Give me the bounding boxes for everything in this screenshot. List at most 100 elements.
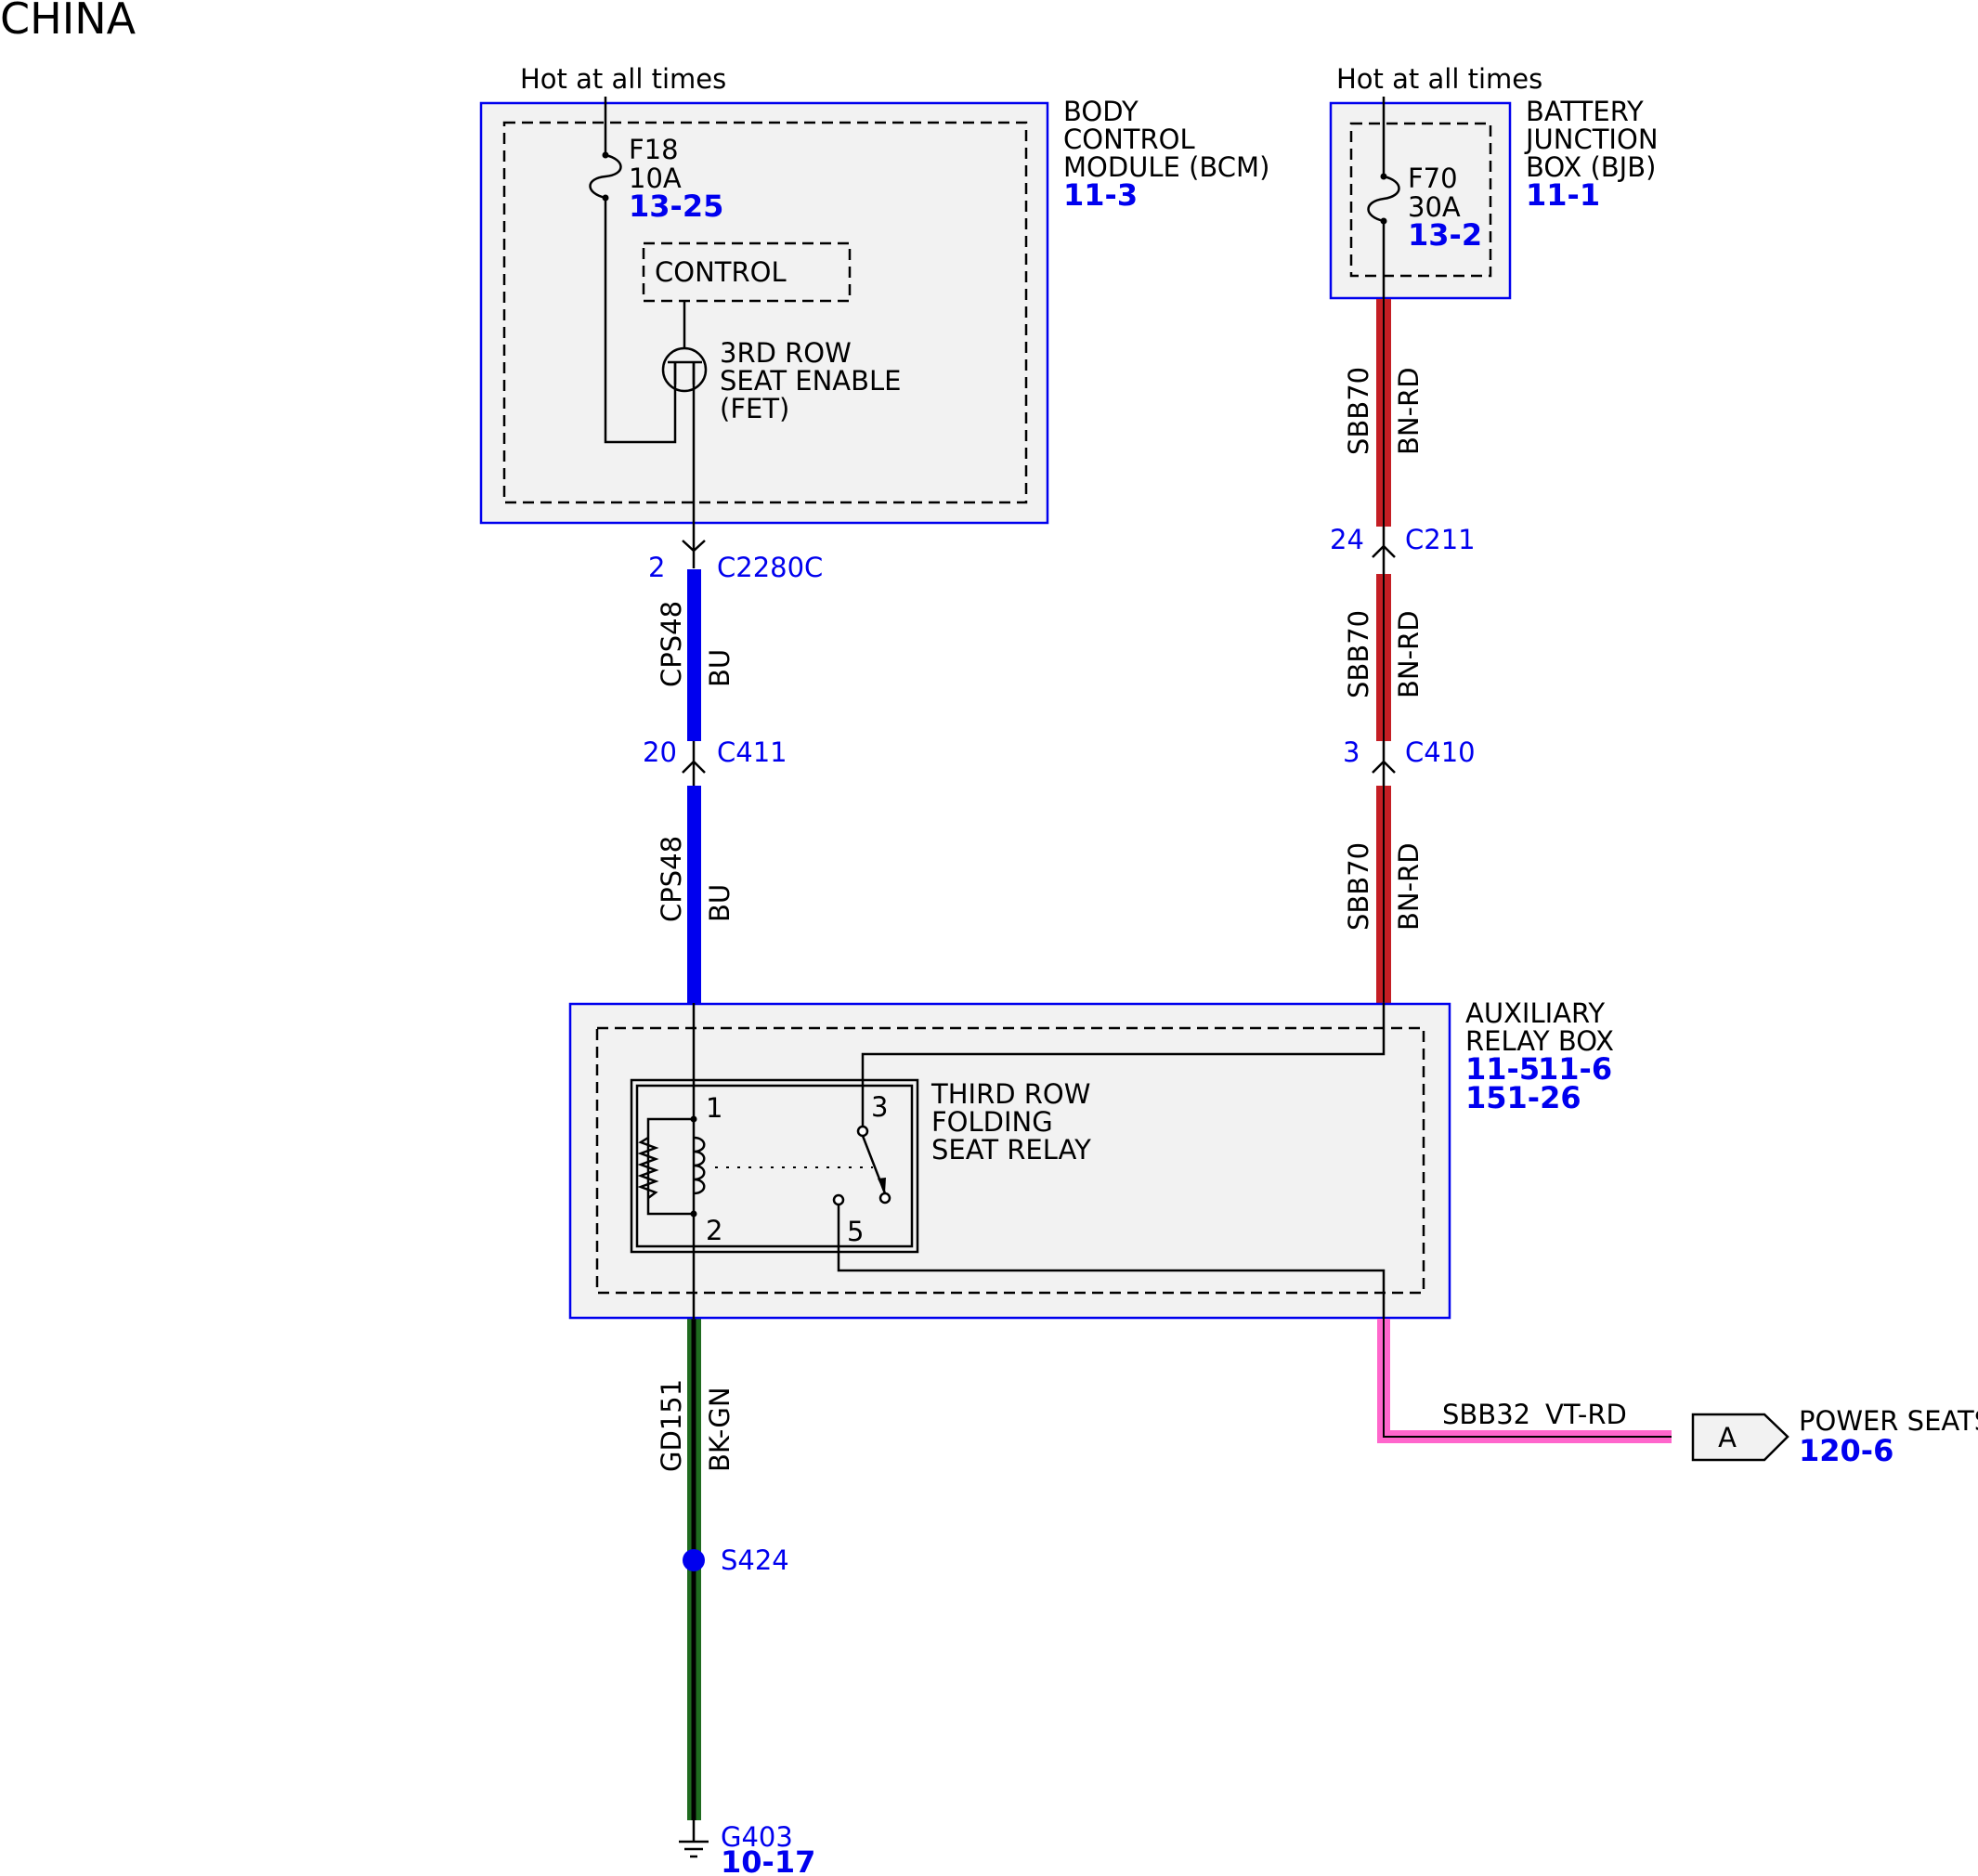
- wire-cps48-segment-2[interactable]: [687, 786, 701, 1003]
- relay-box-name-2: RELAY BOX: [1465, 1025, 1614, 1057]
- bcm-module: Hot at all times BODY CONTROL MODULE (BC…: [479, 63, 1269, 534]
- f70-rating: 30A: [1408, 191, 1461, 223]
- bcm-name-3: MODULE (BCM): [1063, 151, 1269, 183]
- fuse-node: [1380, 173, 1387, 180]
- relay-outline: [630, 1078, 919, 1254]
- c410-pin: 3: [1343, 736, 1360, 768]
- c410-name[interactable]: C410: [1405, 736, 1476, 768]
- bjb-inner-dashed: [1349, 122, 1492, 278]
- output-wire-run: SBB32 VT-RD A POWER SEATS 120-6: [1377, 1319, 1978, 1468]
- bcm-name-1: BODY: [1063, 96, 1139, 127]
- connector-a-icon[interactable]: [1691, 1413, 1789, 1462]
- sbb70-circuit-3: SBB70: [1343, 842, 1374, 931]
- f70-ref[interactable]: 13-2: [1408, 217, 1482, 253]
- bjb-name-3: BOX (BJB): [1526, 151, 1656, 183]
- bcm-hot-label: Hot at all times: [520, 63, 726, 95]
- switch-contact-5: [832, 1193, 845, 1206]
- c2280c-connector-icon: [682, 534, 706, 568]
- relay-pin-1: 1: [706, 1092, 722, 1124]
- g403-ref[interactable]: 10-17: [721, 1844, 815, 1876]
- s424-label[interactable]: S424: [721, 1544, 789, 1576]
- auxiliary-relay-box: AUXILIARY RELAY BOX 11-5 11-6 151-26 THI…: [568, 997, 1614, 1320]
- gd151-circuit: GD151: [656, 1379, 687, 1472]
- relay-pin-3: 3: [871, 1091, 888, 1123]
- sbb70-color-2: BN-RD: [1393, 610, 1425, 698]
- switch-contact-3: [856, 1125, 869, 1138]
- switch-arrow-icon: [878, 1178, 886, 1193]
- f18-rating: 10A: [629, 163, 682, 194]
- gd151-color: BK-GN: [704, 1387, 735, 1472]
- left-wire-run: 2 C2280C CPS48 BU 20 C411 CPS48 BU GD151…: [643, 534, 823, 1876]
- bcm-fuse-wire: [604, 97, 677, 444]
- sbb70-circuit-1: SBB70: [1343, 367, 1374, 455]
- c411-pin: 20: [643, 736, 677, 768]
- fet-label-3: (FET): [720, 393, 789, 424]
- f18-label: F18: [629, 134, 679, 165]
- bcm-box: [479, 101, 1049, 525]
- f70-label: F70: [1408, 163, 1458, 194]
- c211-name[interactable]: C211: [1405, 524, 1476, 555]
- f70-fuse-icon: [1367, 175, 1400, 223]
- g403-label[interactable]: G403: [721, 1821, 793, 1853]
- bcm-name-2: CONTROL: [1063, 124, 1195, 155]
- cps48-color-1: BU: [704, 649, 735, 687]
- fuse-node: [602, 194, 609, 202]
- coil-icon: [693, 1136, 706, 1195]
- fet-icon: [661, 346, 708, 393]
- wire-cps48-segment-1[interactable]: [687, 569, 701, 741]
- relay-label-3: SEAT RELAY: [931, 1134, 1091, 1166]
- relay-pin-5: 5: [847, 1216, 864, 1247]
- relay-box-ref-1[interactable]: 11-5: [1465, 1051, 1540, 1087]
- bjb-name-1: BATTERY: [1526, 96, 1644, 127]
- relay-box-ref-2[interactable]: 11-6: [1538, 1051, 1612, 1087]
- relay-pin-2: 2: [706, 1215, 722, 1246]
- bjb-box: [1329, 101, 1512, 300]
- c410-connector-icon: [1372, 741, 1396, 786]
- sbb70-color-3: BN-RD: [1393, 842, 1425, 931]
- sbb32-color: VT-RD: [1545, 1399, 1627, 1430]
- connector-a-letter: A: [1718, 1422, 1737, 1453]
- control-label: CONTROL: [655, 256, 787, 288]
- relay-box-outline: [568, 1002, 1451, 1320]
- control-box: [642, 241, 852, 303]
- bcm-ref[interactable]: 11-3: [1063, 177, 1138, 213]
- relay-switch-input-wire: [861, 1003, 1386, 1128]
- cps48-color-2: BU: [704, 884, 735, 922]
- c211-pin: 24: [1330, 524, 1364, 555]
- fuse-node: [1380, 217, 1387, 225]
- page-title: CHINA: [0, 0, 137, 44]
- cps48-circuit-1: CPS48: [656, 601, 687, 687]
- sbb70-circuit-2: SBB70: [1343, 610, 1374, 698]
- power-seats-ref[interactable]: 120-6: [1799, 1433, 1893, 1468]
- relay-outline-inner: [635, 1084, 914, 1248]
- coil-node: [690, 1210, 697, 1218]
- c2280c-name[interactable]: C2280C: [717, 552, 823, 583]
- relay-label-1: THIRD ROW: [930, 1078, 1090, 1110]
- cps48-circuit-2: CPS48: [656, 836, 687, 922]
- bjb-hot-label: Hot at all times: [1336, 63, 1542, 95]
- coil-node: [690, 1115, 697, 1123]
- c411-connector-icon: [682, 741, 706, 786]
- f18-ref[interactable]: 13-25: [629, 189, 723, 224]
- relay-switch-output-wire: [837, 1205, 1386, 1319]
- bjb-module: Hot at all times BATTERY JUNCTION BOX (B…: [1329, 63, 1659, 300]
- relay-box-inner-dashed: [595, 1026, 1425, 1295]
- c411-name[interactable]: C411: [717, 736, 787, 768]
- sbb32-circuit: SBB32: [1442, 1399, 1530, 1430]
- relay-box-name-1: AUXILIARY: [1465, 997, 1605, 1029]
- f18-fuse-icon: [589, 153, 622, 200]
- ground-icon: [679, 1820, 709, 1858]
- relay-label-2: FOLDING: [931, 1106, 1053, 1138]
- s424-splice-icon[interactable]: [683, 1549, 705, 1571]
- bjb-ref[interactable]: 11-1: [1526, 177, 1600, 213]
- switch-contact-common: [878, 1192, 891, 1205]
- fuse-node: [602, 151, 609, 159]
- wire-sbb32-core: [1383, 1319, 1672, 1438]
- power-seats-label: POWER SEATS: [1799, 1405, 1978, 1437]
- c2280c-pin: 2: [648, 552, 665, 583]
- sbb70-color-1: BN-RD: [1393, 367, 1425, 455]
- right-wire-run: SBB70 BN-RD 24 C211 SBB70 BN-RD 3 C410 S…: [1330, 299, 1476, 1003]
- bcm-inner-dashed: [502, 121, 1028, 504]
- relay-box-ref-3[interactable]: 151-26: [1465, 1080, 1581, 1115]
